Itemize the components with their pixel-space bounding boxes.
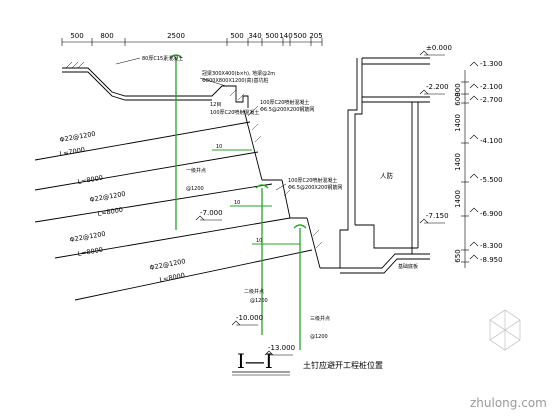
nail-dia: Φ22@1200 (149, 257, 186, 272)
dim-text: 2500 (167, 32, 185, 40)
annotation-text: 10 (256, 238, 262, 244)
excavation-profile (62, 67, 340, 269)
annotation-text: 100厚C20喷射混凝土 (260, 99, 309, 106)
annotation-text: 冠梁300X400(b×h), 地梁@2m (202, 70, 275, 77)
spacing-text: 1400 (454, 190, 462, 208)
elevation-markers (469, 61, 479, 260)
level-text: -7.150 (426, 212, 449, 220)
soil-nails (34, 121, 313, 301)
dim-text: 500 (265, 32, 278, 40)
dim-text: 800 (100, 32, 113, 40)
elevation-text: -1.300 (480, 60, 503, 68)
spacing-text: 1400 (454, 114, 462, 132)
nail-labels: Φ22@1200 L=7000 L=8000 Φ22@1200 L=8000 Φ… (59, 130, 186, 284)
level-text: -13.000 (268, 344, 295, 352)
annotation-text: 100厚C20喷射混凝土 (288, 177, 337, 184)
annotation-text: 10 (216, 144, 222, 150)
annotations: 80厚C15素混凝土 冠梁300X400(b×h), 地梁@2m Φ800X80… (142, 55, 418, 340)
level-text: ±0.000 (426, 44, 452, 52)
right-scale (461, 70, 469, 268)
top-dimension-texts: 500 800 2500 500 340 500 140 500 205 (70, 32, 322, 40)
nail-length: L=8000 (159, 271, 186, 284)
nail-length: L=8000 (97, 206, 124, 218)
annotation-text: 80厚C15素混凝土 (142, 55, 183, 62)
elevation-text: -2.700 (480, 96, 503, 104)
annotation-text: 100厚C20喷射混凝土 (210, 109, 259, 116)
dim-text: 500 (230, 32, 243, 40)
elevation-text: -6.900 (480, 210, 503, 218)
dewatering-piles (169, 54, 307, 350)
annotation-text: Φ6.5@200X200钢筋网 (260, 106, 314, 113)
level-text: -2.200 (426, 83, 449, 91)
elevation-text: -8.300 (480, 242, 503, 250)
annotation-text: 12目 (210, 102, 221, 108)
annotation-text: @1200 (310, 334, 328, 340)
annotation-text: Φ6.5@200X200钢筋网 (288, 184, 342, 191)
dim-text: 340 (248, 32, 261, 40)
annotation-text: 二级井点 (244, 288, 264, 295)
section-level-markers (195, 50, 445, 356)
right-spacing-texts: 800 600 1400 1400 1400 650 (454, 83, 462, 262)
nail-dia: Φ22@1200 (59, 130, 96, 144)
elevation-texts: -1.300 -2.100 -2.700 -4.100 -5.500 -6.90… (480, 60, 503, 264)
section-title: I—I (237, 349, 273, 373)
nail-length: L=7000 (59, 146, 86, 158)
annotation-text: @1200 (250, 298, 268, 304)
dim-text: 500 (293, 32, 306, 40)
nail-length: L=8000 (77, 174, 104, 186)
dim-text: 140 (279, 32, 292, 40)
nail-length: L=8000 (77, 246, 104, 258)
building-structure (339, 57, 430, 274)
annotation-text: 一级井点 (186, 167, 206, 174)
annotation-text: 10 (234, 200, 240, 206)
annotation-text: 人防 (380, 171, 394, 180)
elevation-text: -8.950 (480, 256, 503, 264)
dim-text: 500 (70, 32, 83, 40)
elevation-text: -5.500 (480, 176, 503, 184)
watermark: zhulong.com (470, 309, 547, 410)
spacing-text: 650 (454, 249, 462, 262)
elevation-text: -4.100 (480, 137, 503, 145)
elevation-text: -2.100 (480, 83, 503, 91)
watermark-text: zhulong.com (470, 396, 547, 410)
leader-lines (115, 57, 287, 191)
watermark-logo-icon (489, 309, 521, 351)
spacing-text: 1400 (454, 153, 462, 171)
annotation-text: Φ800X800X1200(高)基坑桩 (202, 77, 269, 84)
spacing-text: 800 (454, 83, 462, 96)
ground-hatch (65, 61, 85, 69)
annotation-text: 三级井点 (310, 315, 330, 322)
nail-dia: Φ22@1200 (69, 230, 106, 244)
top-dimension-line (61, 38, 323, 46)
annotation-text: @1200 (186, 186, 204, 192)
nail-dia: Φ22@1200 (89, 190, 126, 204)
level-text: -10.000 (236, 314, 263, 322)
wall-hatch (229, 89, 323, 249)
level-text: -7.000 (200, 209, 223, 217)
spacing-text: 600 (454, 92, 462, 105)
bench-slopes (212, 149, 300, 245)
section-title-group: I—I 土钉应避开工程桩位置 (232, 349, 383, 376)
dim-text: 205 (309, 32, 322, 40)
section-level-texts: ±0.000 -2.200 -7.150 -7.000 -10.000 -13.… (200, 44, 452, 352)
caption: 土钉应避开工程桩位置 (303, 360, 383, 370)
annotation-text: 基础底板 (398, 263, 418, 270)
